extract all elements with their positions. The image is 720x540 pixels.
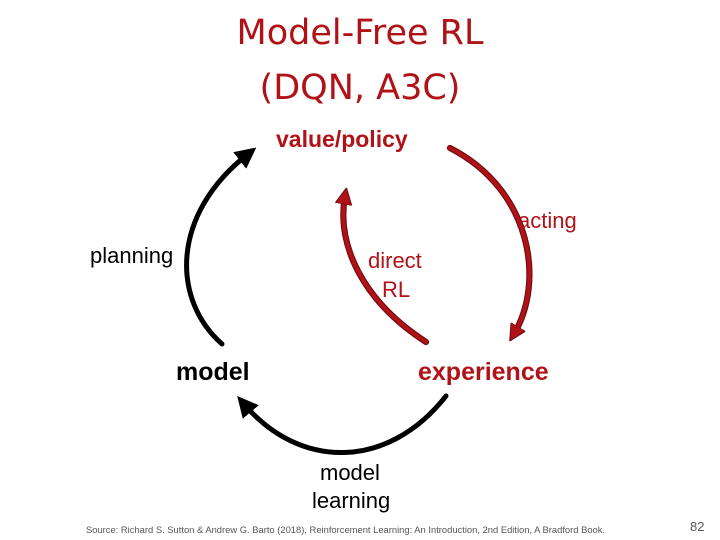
edge-label-model-learning-line-1: model: [320, 460, 380, 485]
direct-rl-arrow: [343, 196, 430, 346]
edge-label-model-learning-line-2: learning: [312, 488, 391, 513]
model-learning-arrow: [237, 393, 449, 455]
edge-label-direct-rl-line-1: direct: [368, 248, 422, 273]
node-value-policy: value/policy: [276, 126, 408, 152]
planning-arrow: [184, 147, 257, 347]
source-citation: Source: Richard S. Sutton & Andrew G. Ba…: [86, 524, 606, 535]
slide-title-line-1: Model-Free RL: [236, 13, 484, 53]
slide-title-line-2: (DQN, A3C): [259, 68, 461, 108]
edge-label-planning: planning: [90, 243, 174, 268]
edge-label-direct-rl-line-2: RL: [382, 277, 411, 302]
edge-label-acting: acting: [518, 208, 577, 233]
page-number: 82: [690, 519, 705, 534]
node-experience: experience: [418, 358, 549, 386]
acting-arrow: [446, 144, 533, 334]
node-model: model: [176, 358, 250, 386]
